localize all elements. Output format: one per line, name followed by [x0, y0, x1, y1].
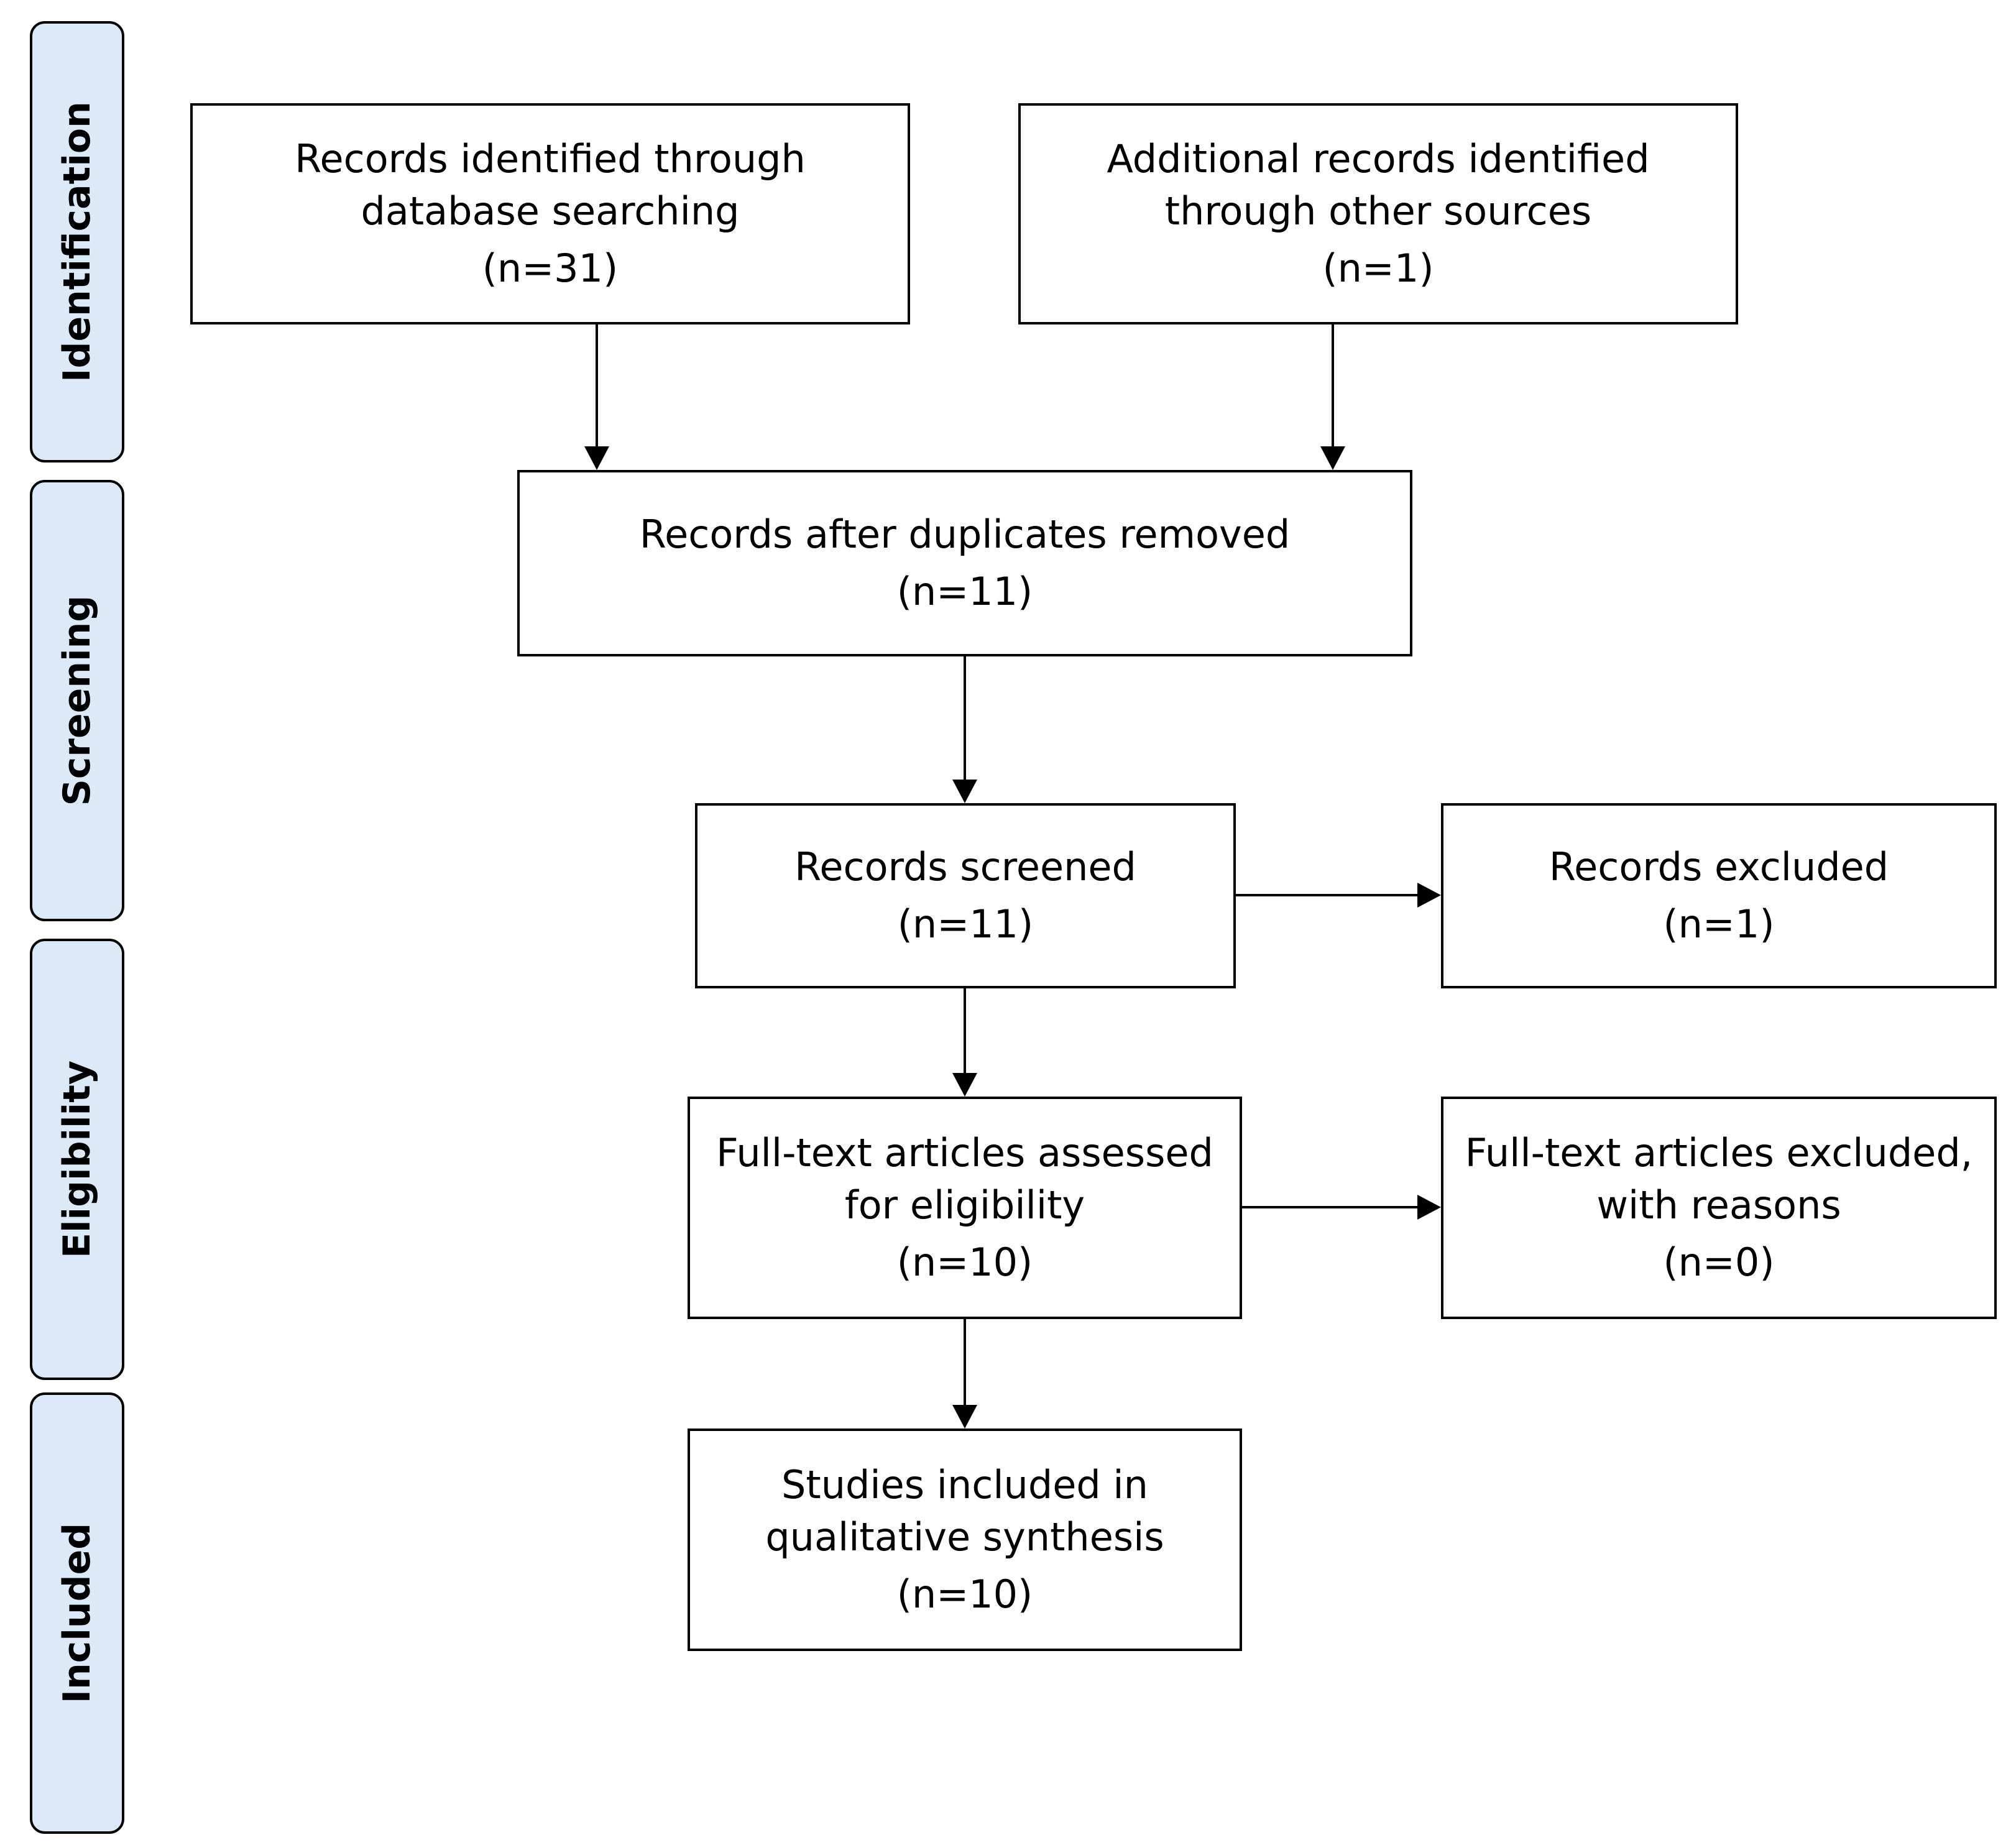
phase-label-identification: Identification: [55, 101, 99, 382]
box-screened-count: (n=11): [897, 901, 1034, 947]
arrowhead-excluded: [1417, 883, 1441, 908]
arrowhead-included: [952, 1405, 977, 1429]
box-database-searching: Records identified through database sear…: [190, 103, 910, 324]
phase-label-screening: Screening: [55, 595, 99, 806]
box-database-line1: Records identified through: [295, 136, 806, 182]
box-studies-included: Studies included in qualitative synthesi…: [688, 1429, 1242, 1651]
box-database-count: (n=31): [482, 246, 619, 291]
box-duplicates-count: (n=11): [896, 569, 1033, 614]
box-duplicates-removed: Records after duplicates removed (n=11): [517, 470, 1412, 656]
box-excluded-line1: Records excluded: [1549, 844, 1889, 890]
box-fulltext-assessed-line1: Full-text articles assessed: [716, 1130, 1213, 1176]
arrowhead-other: [1320, 446, 1345, 470]
phase-label-included: Included: [55, 1522, 99, 1704]
box-included-line1: Studies included in: [781, 1462, 1148, 1507]
box-other-sources-line1: Additional records identified: [1107, 136, 1650, 182]
box-fulltext-assessed-line2: for eligibility: [844, 1182, 1085, 1228]
box-other-sources-count: (n=1): [1322, 246, 1434, 291]
phase-identification: Identification: [30, 21, 124, 462]
box-fulltext-assessed: Full-text articles assessed for eligibil…: [688, 1097, 1242, 1319]
box-other-sources-line2: through other sources: [1164, 188, 1592, 234]
arrowhead-screened: [952, 780, 977, 803]
phase-included: Included: [30, 1392, 124, 1834]
box-fulltext-excluded-line2: with reasons: [1596, 1182, 1841, 1228]
box-fulltext-excluded-line1: Full-text articles excluded,: [1465, 1130, 1973, 1176]
box-records-screened: Records screened (n=11): [695, 803, 1236, 988]
box-fulltext-excluded-count: (n=0): [1663, 1240, 1775, 1285]
box-screened-line1: Records screened: [794, 844, 1136, 890]
phase-eligibility: Eligibility: [30, 939, 124, 1380]
box-fulltext-assessed-count: (n=10): [896, 1240, 1033, 1285]
phase-screening: Screening: [30, 480, 124, 921]
box-records-excluded: Records excluded (n=1): [1441, 803, 1997, 988]
arrowhead-assessed: [952, 1073, 977, 1097]
arrowhead-fulltext-excluded: [1417, 1195, 1441, 1220]
box-included-line2: qualitative synthesis: [765, 1514, 1164, 1560]
box-excluded-count: (n=1): [1663, 901, 1775, 947]
phase-label-eligibility: Eligibility: [55, 1060, 99, 1259]
box-other-sources: Additional records identified through ot…: [1018, 103, 1738, 324]
box-duplicates-line1: Records after duplicates removed: [639, 512, 1291, 557]
box-fulltext-excluded: Full-text articles excluded, with reason…: [1441, 1097, 1997, 1319]
box-database-line2: database searching: [361, 188, 740, 234]
arrowhead-database: [584, 446, 609, 470]
box-included-count: (n=10): [896, 1571, 1033, 1617]
